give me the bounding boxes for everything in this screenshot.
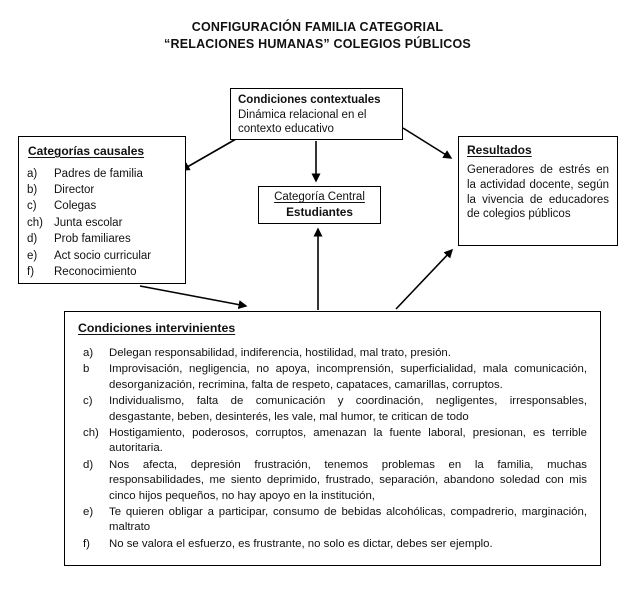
- item-label: c): [27, 200, 37, 213]
- central-category-body: Estudiantes: [286, 205, 353, 220]
- arrow-intervinientes-to-resultados: [395, 248, 454, 310]
- item-text: Improvisación, negligencia, no apoya, in…: [109, 363, 587, 391]
- item-text: Nos afecta, depresión frustración, tenem…: [109, 458, 587, 502]
- title-line-2: “RELACIONES HUMANAS” COLEGIOS PÚBLICOS: [164, 37, 471, 52]
- item-text: Te quieren obligar a participar, consumo…: [109, 506, 587, 534]
- list-item: b) Director: [27, 182, 177, 198]
- results-heading: Resultados: [467, 143, 532, 157]
- list-item: b Improvisación, negligencia, no apoya, …: [78, 362, 587, 393]
- contextual-conditions-box: Condiciones contextuales Dinámica relaci…: [230, 88, 403, 140]
- contextual-conditions-heading: Condiciones contextuales: [238, 94, 381, 106]
- list-item: a) Padres de familia: [27, 166, 177, 182]
- list-item: e) Te quieren obligar a participar, cons…: [78, 505, 587, 536]
- intervening-conditions-box: Condiciones intervinientes a) Delegan re…: [64, 311, 601, 566]
- causal-categories-box: Categorías causales a) Padres de familia…: [18, 136, 186, 284]
- arrow-contextual-to-causales: [180, 138, 237, 171]
- item-text: Colegas: [54, 200, 97, 213]
- item-text: Hostigamiento, poderosos, corruptos, ame…: [109, 427, 587, 455]
- item-text: Individualismo, falta de comunicación y …: [109, 395, 587, 423]
- list-item: ch) Junta escolar: [27, 215, 177, 231]
- item-text: Prob familiares: [54, 233, 131, 246]
- item-label: ch): [83, 427, 99, 440]
- item-text: Reconocimiento: [54, 266, 137, 279]
- central-category-heading: Categoría Central: [274, 191, 365, 203]
- item-label: b: [83, 363, 90, 376]
- item-text: Junta escolar: [54, 216, 123, 229]
- list-item: c) Colegas: [27, 198, 177, 214]
- list-item: c) Individualismo, falta de comunicación…: [78, 394, 587, 425]
- item-label: e): [27, 249, 38, 262]
- diagram-title: CONFIGURACIÓN FAMILIA CATEGORIAL “RELACI…: [0, 19, 635, 54]
- causal-categories-heading: Categorías causales: [28, 144, 145, 158]
- item-label: a): [83, 347, 94, 359]
- contextual-conditions-body: Dinámica relacional en el contexto educa…: [238, 109, 367, 136]
- list-item: d) Prob familiares: [27, 231, 177, 247]
- list-item: f) No se valora el esfuerzo, es frustran…: [78, 537, 587, 552]
- item-label: a): [27, 167, 38, 180]
- arrow-causales-to-intervinientes: [139, 285, 248, 310]
- item-label: e): [83, 506, 94, 519]
- list-item: e) Act socio curricular: [27, 248, 177, 264]
- list-item: a) Delegan responsabilidad, indiferencia…: [78, 346, 587, 361]
- item-text: No se valora el esfuerzo, es frustrante,…: [109, 537, 493, 550]
- item-text: Padres de familia: [54, 167, 143, 180]
- causal-categories-list: a) Padres de familia b) Director c) Cole…: [27, 166, 177, 281]
- item-label: c): [83, 395, 93, 408]
- central-category-box: Categoría Central Estudiantes: [258, 186, 381, 224]
- item-label: d): [27, 233, 38, 246]
- item-text: Delegan responsabilidad, indiferencia, h…: [109, 347, 451, 359]
- item-text: Director: [54, 184, 95, 197]
- list-item: ch) Hostigamiento, poderosos, corruptos,…: [78, 426, 587, 457]
- item-label: f): [83, 537, 90, 550]
- item-text: Act socio curricular: [54, 249, 152, 262]
- results-body: Generadores de estrés en la actividad do…: [467, 163, 609, 221]
- item-label: b): [27, 184, 38, 197]
- list-item: d) Nos afecta, depresión frustración, te…: [78, 458, 587, 504]
- list-item: f) Reconocimiento: [27, 264, 177, 280]
- item-label: ch): [27, 216, 43, 229]
- arrow-contextual-to-resultados: [402, 127, 453, 159]
- title-line-1: CONFIGURACIÓN FAMILIA CATEGORIAL: [191, 20, 444, 34]
- intervening-conditions-list: a) Delegan responsabilidad, indiferencia…: [78, 346, 587, 552]
- results-box: Resultados Generadores de estrés en la a…: [458, 136, 618, 246]
- item-label: f): [27, 266, 35, 279]
- intervening-conditions-heading: Condiciones intervinientes: [78, 321, 236, 335]
- item-label: d): [83, 458, 94, 471]
